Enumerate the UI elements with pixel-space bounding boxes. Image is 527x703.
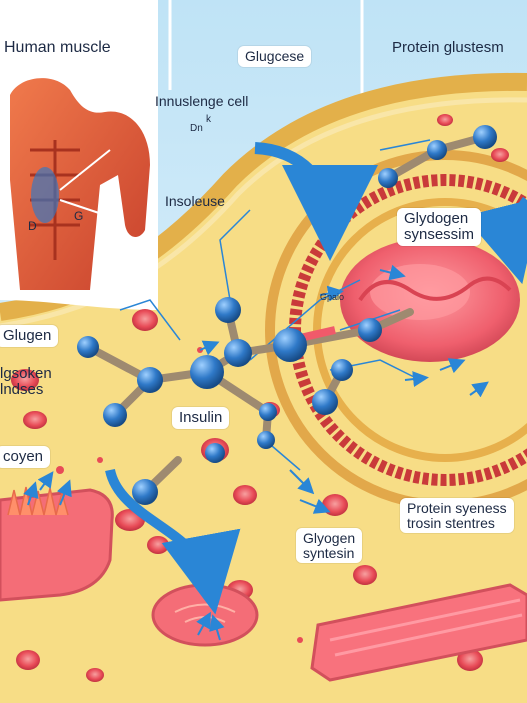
glycogen-flow-arrow [105, 468, 241, 615]
organelle-ring-mid [313, 198, 527, 462]
label-small-k: k [206, 114, 211, 125]
red-cell [132, 309, 158, 331]
label-insulin: Insulin [172, 407, 230, 429]
pointer-line [59, 149, 111, 216]
label-cogen: coyen [0, 446, 51, 468]
glucose-node [427, 140, 447, 160]
red-cell [491, 148, 509, 162]
label-glycogen-synthesis-bottom: Glyogen syntesin [296, 528, 363, 564]
label-gpaio: Gpaio [320, 292, 345, 302]
muscle-disc [151, 583, 259, 647]
dot [297, 637, 303, 643]
pink-linker [299, 326, 336, 342]
muscle-tissue-slab-left [0, 488, 114, 602]
red-cell [16, 650, 40, 670]
glucose-node [257, 431, 275, 449]
label-small-d: D [28, 219, 37, 233]
glucose-node [473, 125, 497, 149]
glucose-node [378, 168, 398, 188]
muscle-fiber-highlight [31, 167, 59, 223]
glucose-node [190, 355, 224, 389]
dot [97, 457, 103, 463]
red-cell [353, 565, 377, 585]
torso [10, 78, 150, 290]
label-protein-glucose: Protein glustesm [392, 39, 504, 56]
glucose-node [77, 336, 99, 358]
glucose-node [259, 403, 277, 421]
glucose-node [137, 367, 163, 393]
label-insulin-cell: Innuslenge cell [155, 93, 249, 109]
label-small-g: G [74, 209, 84, 223]
label-insolease: Insoleuse [165, 193, 225, 209]
glucose-node [215, 297, 241, 323]
glucose-node [132, 479, 158, 505]
molecule-nodes [77, 125, 497, 505]
red-cell [457, 649, 483, 671]
red-cell [86, 668, 104, 682]
label-glycogen-synthesis-top: Glydogen synsessim [397, 208, 482, 246]
glucose-node [103, 403, 127, 427]
label-human-muscle: Human muscle [4, 39, 111, 56]
red-cell [147, 536, 169, 554]
glucose-node [312, 389, 338, 415]
label-glucose: Glugcese [238, 46, 312, 67]
glucose-node [224, 339, 252, 367]
glucose-node [273, 328, 307, 362]
glucose-node [205, 443, 225, 463]
label-glycogen-synthases: lgsoken lndses [0, 365, 52, 398]
red-cell [233, 485, 257, 505]
red-cell [23, 411, 47, 429]
insulin-flow-arrow [254, 142, 378, 261]
muscle-bar-stripes [329, 598, 523, 657]
label-protein-synthesis: Protein syeness trosin stentres [400, 498, 514, 534]
red-cell [437, 114, 453, 126]
glucose-node [331, 359, 353, 381]
cell-membrane-inner [0, 97, 527, 329]
small-arrows [23, 264, 489, 641]
cytoplasm-region [0, 81, 527, 703]
glucose-node [358, 318, 382, 342]
label-small-dn: Dn [190, 123, 203, 134]
red-cell [322, 494, 348, 516]
right-flow-arrow [464, 196, 527, 285]
organelle-core-highlight [370, 264, 470, 320]
label-glugen: Glugen [0, 325, 59, 347]
dot [56, 466, 64, 474]
red-cell [11, 369, 39, 391]
